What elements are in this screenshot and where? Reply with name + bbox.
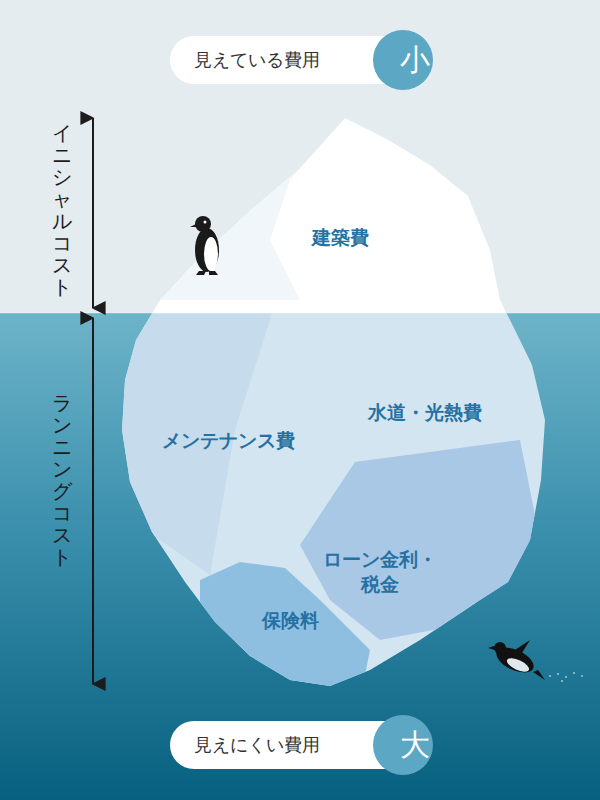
- swimming-penguin: [488, 640, 583, 682]
- iceberg: [100, 100, 560, 700]
- utilities-region: 水道・光熱費: [364, 398, 486, 427]
- initial-cost-label: イニシャルコスト: [52, 122, 72, 298]
- running-cost-label: ランニングコスト: [52, 392, 72, 568]
- insurance-region: 保険料: [258, 606, 323, 635]
- large-badge: 大: [373, 715, 433, 775]
- node-text: 大: [376, 730, 430, 760]
- node-text: 保険料: [262, 608, 319, 633]
- loan-tax-region: ローン金利・ 税金: [311, 545, 449, 598]
- construction-region: 建築費: [308, 223, 373, 252]
- hidden-cost-pill: 見えにくい費用 大: [170, 721, 432, 769]
- node-text: ローン金利・ 税金: [315, 547, 445, 596]
- standing-penguin: [190, 216, 219, 275]
- node-text: 見えている費用: [170, 48, 320, 72]
- running-bracket: [92, 318, 94, 684]
- sky: [0, 0, 600, 313]
- node-text: 見えにくい費用: [170, 733, 320, 757]
- node-text: メンテナンス費: [162, 428, 295, 453]
- node-text: 建築費: [312, 225, 369, 250]
- small-badge: 小: [373, 30, 433, 90]
- visible-cost-pill: 見えている費用 小: [170, 36, 432, 84]
- node-text: 小: [376, 45, 430, 75]
- maintenance-region: メンテナンス費: [158, 426, 299, 455]
- waterline: [0, 313, 600, 314]
- node-text: 水道・光熱費: [368, 400, 482, 425]
- initial-bracket: [92, 118, 94, 308]
